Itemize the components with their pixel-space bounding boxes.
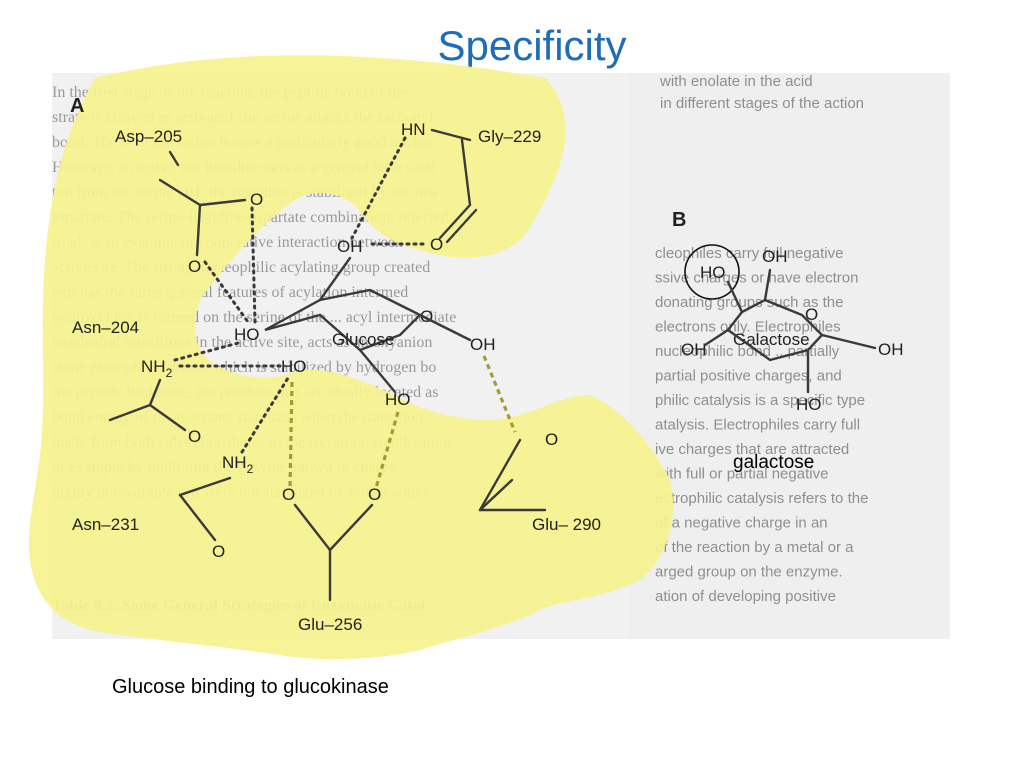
galactose-oh-c1: OH <box>878 340 904 359</box>
asn204-cn-bond <box>148 378 162 407</box>
asp205-backbone-bond <box>168 150 180 167</box>
galactose-c1-bond <box>820 333 877 350</box>
glucose-c2-bond <box>358 348 397 394</box>
asn204-oxygen: O <box>188 427 201 446</box>
residue-label-asn204: Asn–204 <box>72 318 139 337</box>
galactose-c5-bond <box>763 268 772 302</box>
asp205-methyl-bond <box>158 178 202 207</box>
nh2-text-231: NH <box>222 453 247 472</box>
atom-nh2-asn231: NH2 <box>222 453 254 476</box>
residue-label-gly229: Gly–229 <box>478 127 541 146</box>
caption-glucose-binding: Glucose binding to glucokinase <box>112 676 389 698</box>
hbond-asp205-ho <box>250 206 257 324</box>
residue-label-asp205: Asp–205 <box>115 127 182 146</box>
asn231-cn-bond <box>178 476 232 497</box>
glu256-oxygen-2: O <box>368 485 381 504</box>
background-text-right: with enolate in the acid in different sta… <box>654 73 868 605</box>
hbond-asn231-ho3 <box>240 376 290 454</box>
background-text-right-line: cleophiles carry full negative <box>655 245 843 262</box>
nh2-text: NH <box>141 357 166 376</box>
glu256-bond-2 <box>328 503 374 552</box>
gly229-co-bond <box>438 203 472 240</box>
nh2-subscript: 2 <box>166 366 173 380</box>
hbond-asp205-ho-2 <box>203 260 250 324</box>
asn231-co-bond <box>178 493 217 542</box>
glu290-oxygen: O <box>545 430 558 449</box>
glucose-ring-label: Glucose <box>332 330 394 349</box>
glucose-ring <box>264 288 423 352</box>
asp205-carboxyl-bond <box>198 198 247 207</box>
nh2-subscript-231: 2 <box>247 462 254 476</box>
glucose-c1-bond <box>418 313 472 342</box>
background-text-right-top-line: in different stages of the action <box>660 95 864 112</box>
background-text-right-line: nucleophilic bond ...partially <box>655 343 840 360</box>
background-text-right-line: arged group on the enzyme. <box>655 564 843 581</box>
asp205-oxygen-1: O <box>250 190 263 209</box>
scanned-page-right-column <box>630 73 950 639</box>
gly229-co-double-bond <box>445 208 478 244</box>
residue-label-glu256: Glu–256 <box>298 615 362 634</box>
galactose-ring-oxygen: O <box>805 305 818 324</box>
residue-label-glu290: Glu– 290 <box>532 515 601 534</box>
glu290-co-bond <box>478 438 522 512</box>
panel-a-label: A <box>70 95 84 117</box>
atom-hn-gly229: HN <box>401 120 426 139</box>
galactose-oh-c3: OH <box>681 340 707 359</box>
background-text-right-line: partial positive charges, and <box>655 368 842 385</box>
galactose-oh-c6: OH <box>762 247 788 266</box>
atom-oh-c1: OH <box>470 335 496 354</box>
caption-galactose: galactose <box>733 452 815 473</box>
background-text-right-line: ectrophilic catalysis refers to the <box>655 490 868 507</box>
atom-ho-c3: HO <box>281 357 307 376</box>
background-text-right-line: ation of developing positive <box>655 588 836 605</box>
atom-ho-c4: HO <box>234 325 260 344</box>
asp205-co-bond <box>195 203 202 257</box>
background-text-right-line: with full or partial negative <box>654 466 828 483</box>
galactose-ring <box>726 298 824 362</box>
galactose-ring-label: Galactose <box>733 330 810 349</box>
background-text-right-line: electrons only. Electrophiles <box>655 319 841 336</box>
gly229-ca-c-bond <box>460 138 472 207</box>
background-text-right-line: donating groups such as the <box>655 294 843 311</box>
glu256-bond-1 <box>293 503 332 552</box>
hbond-gly229-oh <box>350 136 407 240</box>
background-text-right-line: of the reaction by a metal or a <box>655 539 854 556</box>
galactose-c3-bond <box>703 328 730 347</box>
atom-oh-c6: OH <box>337 237 363 256</box>
glu290-bond-1 <box>478 478 514 512</box>
asn204-methyl-bond <box>108 403 152 422</box>
panel-b-label: B <box>672 209 686 231</box>
hbond-asn204-ho <box>173 340 244 362</box>
highlight-circle-c4-oh <box>684 244 740 300</box>
atom-ho-c2: HO <box>385 390 411 409</box>
glu256-oxygen-1: O <box>282 485 295 504</box>
slide-title: Specificity <box>437 22 627 69</box>
background-text-right-line: ive charges that are attracted <box>655 441 849 458</box>
residue-label-asn231: Asn–231 <box>72 515 139 534</box>
asn231-oxygen: O <box>212 542 225 561</box>
asp205-oxygen-2: O <box>188 257 201 276</box>
background-text-right-line: ssive charges or have electron <box>655 270 858 287</box>
glucose-c6-bond <box>318 256 352 302</box>
galactose-ho-c4: HO <box>700 263 726 282</box>
galactose-ho-c2: HO <box>796 395 822 414</box>
background-text-right-top-line: with enolate in the acid <box>659 73 813 90</box>
hbond-glu256-ho2 <box>374 411 400 489</box>
gly229-n-ca-bond <box>430 128 472 142</box>
background-text-right-line: philic catalysis is a specific type <box>655 392 865 409</box>
galactose-c4-bond <box>726 280 744 314</box>
atom-nh2-asn204: NH2 <box>141 357 173 380</box>
background-text-right-line: of a negative charge in an <box>655 515 828 532</box>
gly229-oxygen: O <box>430 235 443 254</box>
background-text-right-line: atalysis. Electrophiles carry full <box>655 417 860 434</box>
asn204-co-bond <box>148 403 187 432</box>
hbond-glu290-oh1 <box>482 355 517 433</box>
